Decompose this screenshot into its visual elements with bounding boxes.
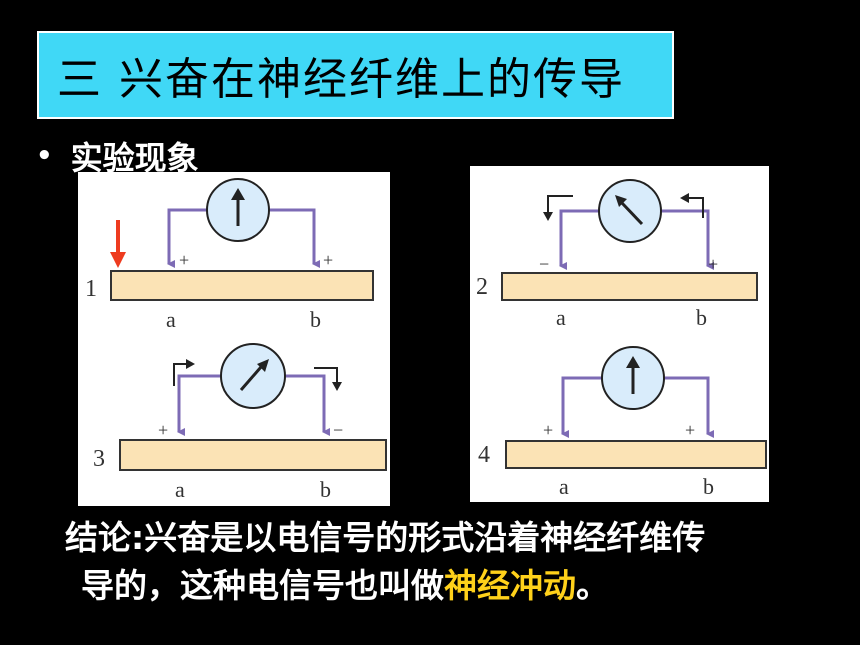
label-b: b [320, 477, 331, 502]
sign-left: − [539, 254, 549, 274]
diagram-panel-4: 4 + + a b [470, 332, 769, 502]
page-title: 三 兴奋在神经纤维上的传导 [57, 54, 625, 105]
wire-right [283, 374, 330, 436]
label-a: a [166, 307, 176, 332]
panel-number: 2 [476, 274, 488, 300]
highlight-term: 神经冲动 [444, 566, 576, 605]
bullet-icon: • [36, 141, 53, 171]
label-a: a [556, 305, 566, 330]
bullet-label: 实验现象 [70, 139, 199, 177]
needle-icon [231, 188, 245, 226]
diagram-panel-2: 2 − + a b [470, 166, 769, 332]
nerve-fiber [119, 439, 387, 471]
diagram-panel-1: 1 + + a b [78, 172, 390, 334]
panel-3-svg: 3 + − a b [93, 343, 387, 502]
conclusion-text: 结论:兴奋是以电信号的形式沿着神经纤维传 导的，这种电信号也叫做神经冲动。 [65, 514, 845, 610]
label-a: a [175, 477, 185, 502]
panel-number: 4 [478, 442, 490, 468]
diagram-panel-3: 3 + − a b [78, 334, 390, 506]
panel-4-svg: 4 + + a b [478, 346, 767, 499]
bullet-item: • 实验现象 [36, 133, 199, 179]
sign-left: + [543, 420, 553, 440]
needle-icon [626, 356, 640, 394]
label-b: b [310, 307, 321, 332]
panel-number: 3 [93, 446, 105, 472]
nerve-fiber [501, 272, 758, 301]
wire-left [177, 374, 224, 436]
wire-left [559, 209, 601, 270]
title-box: 三 兴奋在神经纤维上的传导 [37, 31, 674, 119]
wire-right [267, 208, 320, 268]
current-arrow-right-icon [680, 193, 704, 218]
label-a: a [559, 474, 569, 499]
conclusion-line-1: 结论:兴奋是以电信号的形式沿着神经纤维传 [65, 518, 706, 557]
panel-1-svg: 1 + + a b [85, 178, 374, 332]
sign-left: + [179, 250, 189, 270]
current-arrow-left-icon [543, 195, 573, 221]
nerve-fiber [505, 440, 767, 469]
panel-2-svg: 2 − + a b [476, 179, 758, 330]
conclusion-line-2: 导的，这种电信号也叫做神经冲动。 [65, 562, 845, 610]
current-arrow-right-icon [314, 367, 342, 391]
panel-number: 1 [85, 276, 97, 302]
stimulus-arrow-icon [110, 220, 126, 268]
label-b: b [703, 474, 714, 499]
wire-left [561, 376, 603, 438]
sign-right: − [333, 420, 343, 440]
needle-icon [239, 359, 269, 391]
wire-left [167, 208, 209, 268]
conclusion-line-2-text: 导的，这种电信号也叫做 [81, 566, 444, 605]
sign-left: + [158, 420, 168, 440]
label-b: b [696, 305, 707, 330]
needle-icon [615, 195, 644, 226]
sign-right: + [685, 420, 695, 440]
wire-right [660, 209, 714, 270]
sign-right: + [323, 250, 333, 270]
nerve-fiber [110, 270, 374, 301]
conclusion-period: 。 [576, 566, 609, 605]
current-arrow-left-icon [173, 359, 195, 386]
sign-right: + [708, 254, 718, 274]
wire-right [663, 376, 714, 438]
